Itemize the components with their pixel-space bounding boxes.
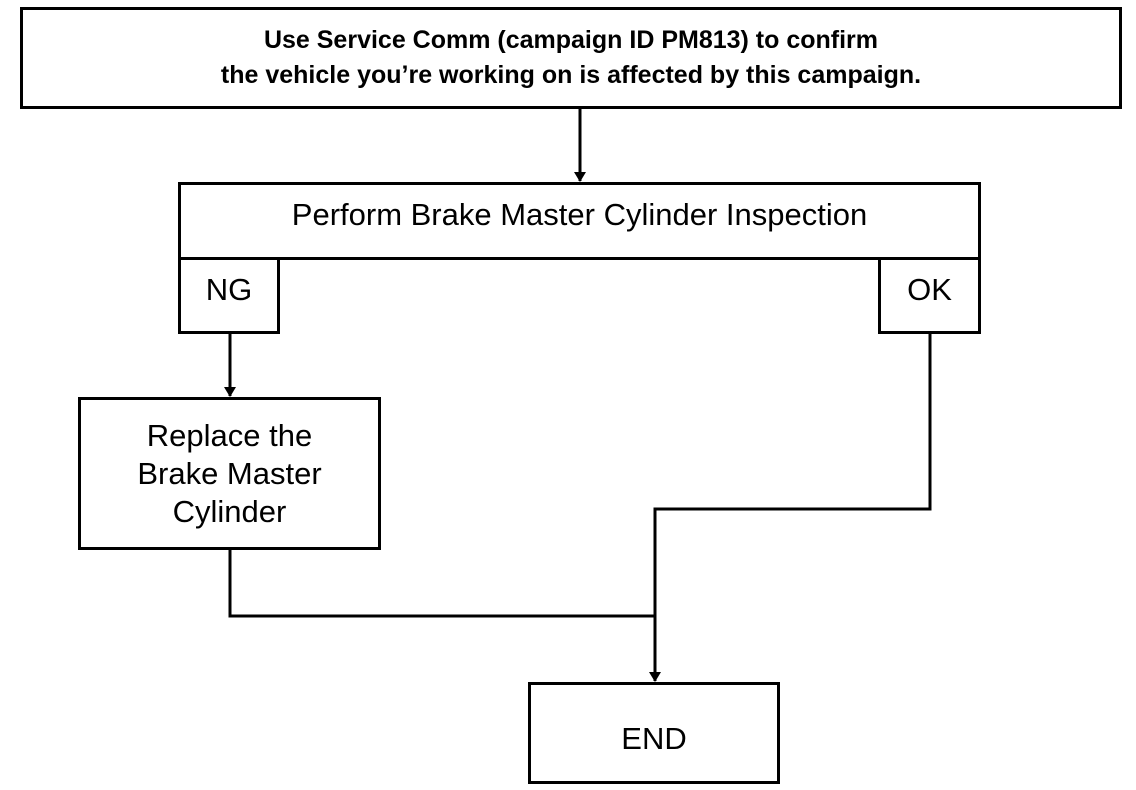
replace-step-box: Replace the Brake Master Cylinder [78, 397, 381, 550]
ng-branch-label: NG [205, 272, 253, 307]
connector-ok-to-merge [653, 334, 932, 616]
end-label: END [621, 721, 687, 756]
start-step-box: Use Service Comm (campaign ID PM813) to … [20, 7, 1122, 109]
ok-branch-box: OK [878, 257, 981, 334]
connector-replace-to-merge [228, 550, 655, 618]
ok-branch-label: OK [907, 272, 952, 307]
inspection-step-text: Perform Brake Master Cylinder Inspection [291, 197, 868, 232]
end-box: END [528, 682, 780, 784]
replace-step-text: Replace the Brake Master Cylinder [137, 417, 322, 529]
start-step-text: Use Service Comm (campaign ID PM813) to … [220, 26, 922, 89]
inspection-step-box: Perform Brake Master Cylinder Inspection [178, 182, 981, 260]
ng-branch-box: NG [178, 257, 280, 334]
